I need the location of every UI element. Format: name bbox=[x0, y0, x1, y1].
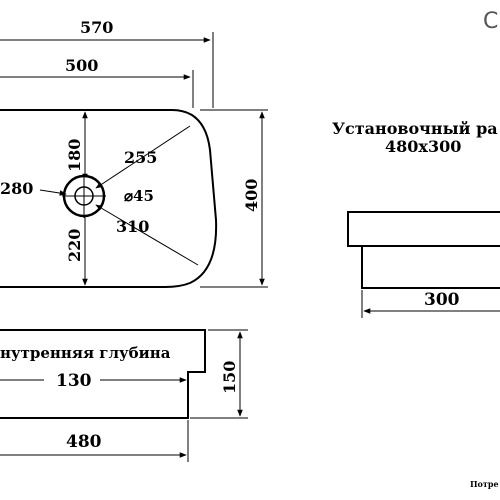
leader-255 bbox=[95, 125, 191, 189]
leader-310 bbox=[95, 204, 199, 266]
dim-220: 220 bbox=[65, 229, 84, 262]
dim-280: 280 bbox=[0, 179, 33, 198]
side-outline bbox=[0, 329, 206, 419]
dim-150: 150 bbox=[220, 361, 239, 394]
dim-180: 180 bbox=[65, 139, 84, 172]
dim-310: 310 bbox=[116, 217, 149, 236]
dim-300: 300 bbox=[424, 290, 460, 310]
footer-note: Потре bbox=[470, 479, 499, 489]
install-title: Установочный ра bbox=[332, 119, 498, 138]
dim-480: 480 bbox=[66, 432, 102, 452]
dim-255: 255 bbox=[124, 148, 157, 167]
dim-500: 500 bbox=[65, 56, 98, 75]
install-outline bbox=[347, 211, 500, 289]
basin-outline bbox=[0, 109, 218, 288]
dim-570: 570 bbox=[80, 18, 113, 37]
inner-depth-label: нутренняя глубина bbox=[0, 344, 171, 362]
install-size: 480x300 bbox=[385, 137, 461, 156]
dim-400: 400 bbox=[242, 179, 261, 212]
dim-130: 130 bbox=[56, 371, 92, 391]
side-view: нутренняя глубина 130 150 480 bbox=[0, 329, 248, 462]
dim-drain-45: ⌀45 bbox=[124, 187, 154, 205]
install-view: C Установочный ра 480x300 300 Потре bbox=[332, 9, 500, 489]
corner-mark: C bbox=[483, 9, 498, 34]
top-view: 570 500 400 180 220 280 255 310 ⌀45 bbox=[0, 18, 268, 288]
dim-line-280 bbox=[39, 189, 67, 196]
